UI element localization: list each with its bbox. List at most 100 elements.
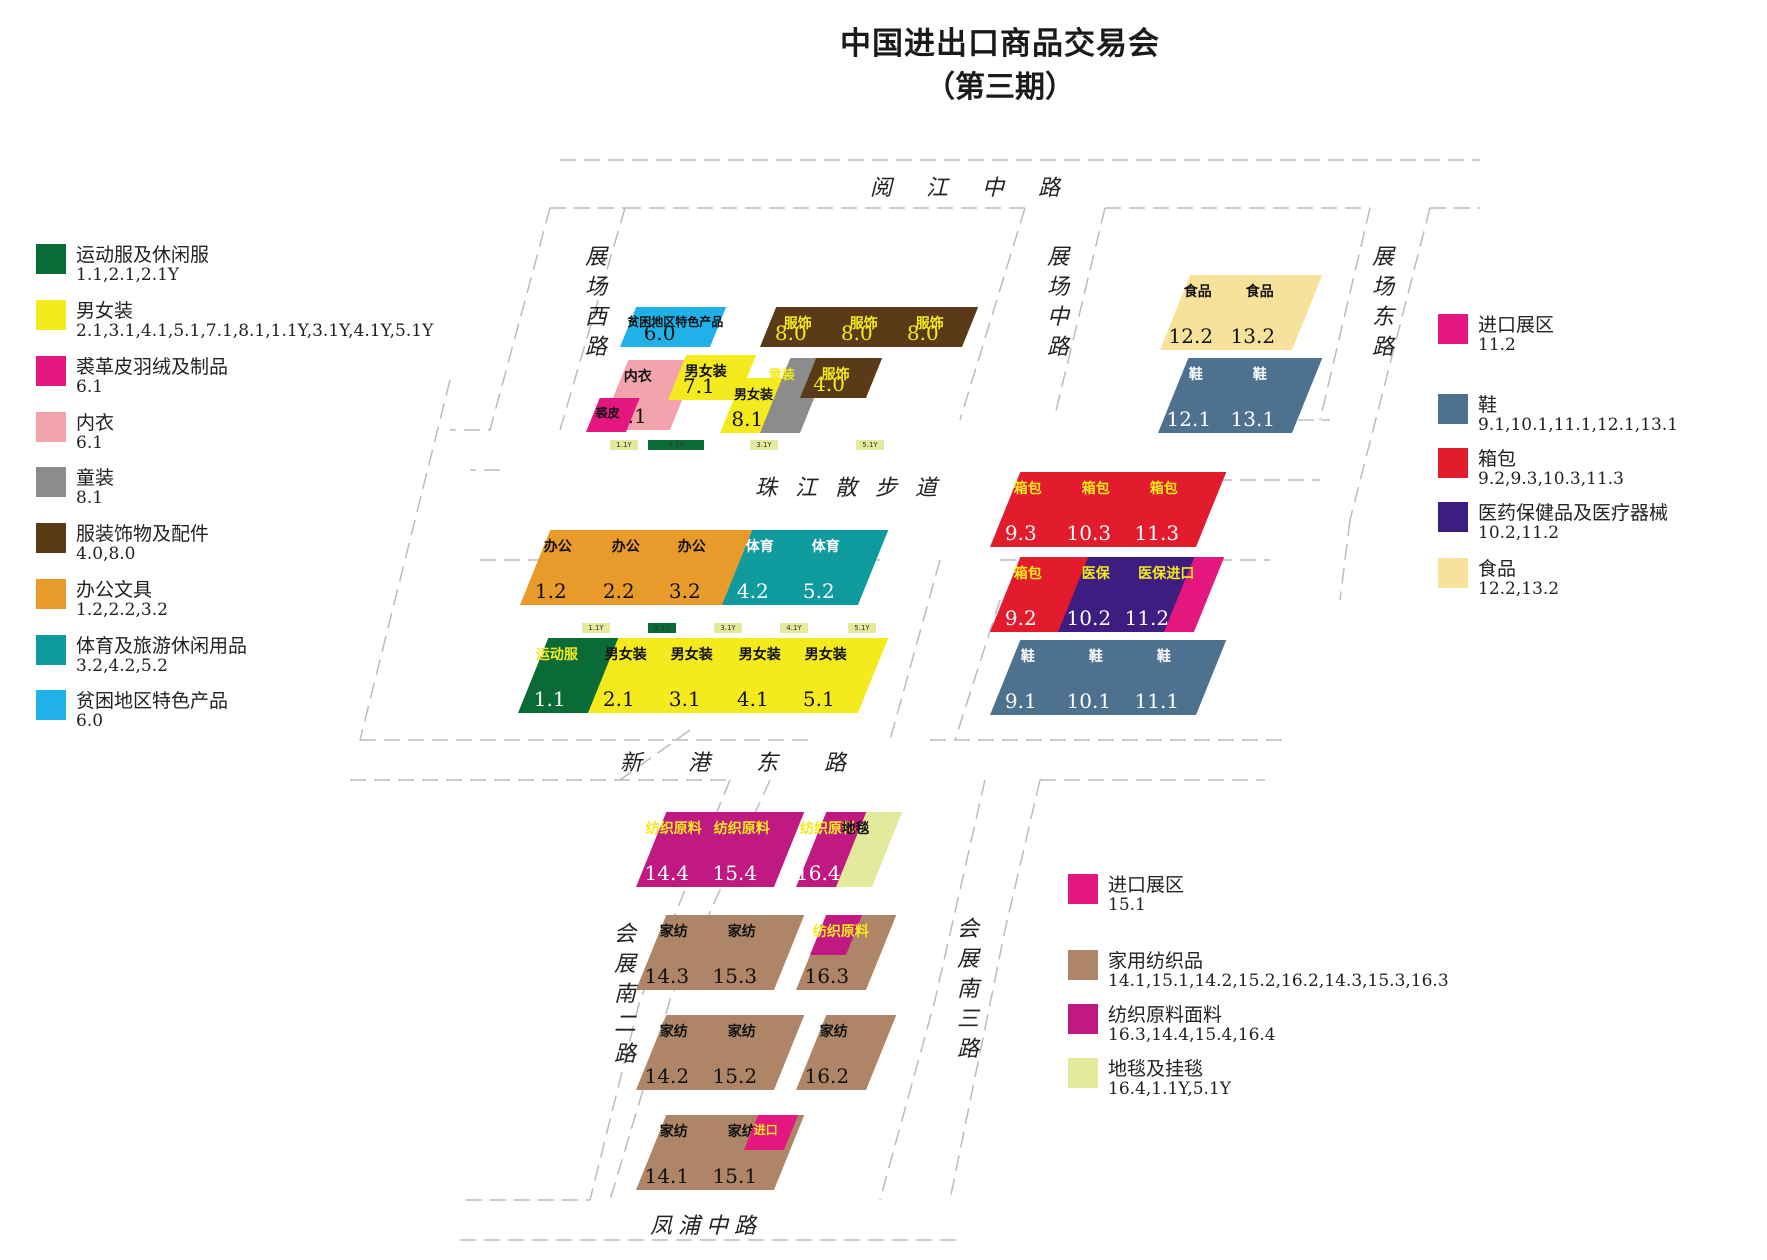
booth-4-1: 男女装 4.1 bbox=[722, 638, 823, 713]
booth-number: 8.0 bbox=[906, 321, 939, 345]
small-booth-tag: 1.1Y bbox=[582, 623, 610, 633]
booth-label: 箱包 bbox=[1149, 481, 1178, 497]
small-booth-tag: 3.1Y bbox=[750, 440, 778, 450]
booth-label: 医保 bbox=[1138, 566, 1167, 582]
legend-swatch bbox=[36, 467, 66, 497]
legend-codes: 15.1 bbox=[1108, 895, 1146, 915]
booth-label: 服饰 bbox=[849, 316, 878, 332]
legend-name: 体育及旅游休闲用品 bbox=[76, 635, 248, 657]
legend-name: 办公文具 bbox=[76, 579, 153, 601]
booth-number: 16.3 bbox=[804, 964, 850, 988]
legend-swatch bbox=[1438, 314, 1468, 344]
booth-label: 纺织原料 bbox=[645, 821, 702, 837]
booth-number: 16.4 bbox=[796, 861, 841, 885]
booth-number: 10.1 bbox=[1066, 689, 1112, 713]
booth-number: 15.1 bbox=[712, 1164, 758, 1188]
legend-codes: 11.2 bbox=[1478, 335, 1516, 355]
booth-number: 8.0 bbox=[840, 321, 873, 345]
legend-swatch bbox=[36, 690, 66, 720]
booth-label: 内衣 bbox=[623, 369, 652, 385]
booth-number: 8.1 bbox=[731, 407, 764, 431]
booth-number: 7.1 bbox=[682, 374, 715, 398]
booth-number: 11.3 bbox=[1134, 521, 1180, 545]
booth-label: 鞋 bbox=[1188, 367, 1203, 383]
booth-number: 5.2 bbox=[802, 579, 835, 603]
street-yuejiang: 阅江中路 bbox=[870, 176, 1095, 201]
legend-codes: 12.2,13.2 bbox=[1478, 579, 1560, 599]
legend-codes: 4.0,8.0 bbox=[76, 544, 136, 564]
booth-label: 箱包 bbox=[1013, 566, 1042, 582]
legend-name: 纺织原料面料 bbox=[1108, 1004, 1223, 1026]
booth-number: 15.4 bbox=[712, 861, 758, 885]
booth-label: 男女装 bbox=[738, 647, 781, 663]
booth-11-2-imp: 进口 bbox=[1164, 557, 1225, 632]
booth-number: 9.3 bbox=[1004, 521, 1037, 545]
small-booth-tag: 5.1Y bbox=[856, 440, 884, 450]
booth-label: 箱包 bbox=[1081, 481, 1110, 497]
booth-label: 地毯 bbox=[841, 821, 870, 837]
booth-2-2: 办公 2.2 bbox=[588, 530, 689, 605]
booth-number: 4.1 bbox=[736, 687, 769, 711]
legend-name: 进口展区 bbox=[1108, 874, 1185, 896]
legend-swatch bbox=[1068, 1004, 1098, 1034]
small-booth-tag: 5.1Y bbox=[648, 440, 704, 450]
booth-number: 2.2 bbox=[602, 579, 635, 603]
legend-name: 裘革皮羽绒及制品 bbox=[76, 356, 229, 378]
legend-swatch bbox=[36, 579, 66, 609]
booth-number: 2.1 bbox=[602, 687, 635, 711]
booth-label: 服饰 bbox=[821, 367, 850, 383]
street-west: 展场西路 bbox=[584, 245, 607, 360]
page-title: 中国进出口商品交易会 bbox=[840, 26, 1160, 62]
booth-number: 9.1 bbox=[1004, 689, 1037, 713]
booth-15-1-imp: 进口 bbox=[744, 1115, 799, 1150]
booth-label: 办公 bbox=[611, 539, 640, 555]
booth-label: 家纺 bbox=[659, 924, 688, 940]
booth-label: 服饰 bbox=[783, 316, 812, 332]
legend-name: 地毯及挂毯 bbox=[1108, 1058, 1204, 1080]
small-booth-tag: 4.1Y bbox=[780, 623, 808, 633]
booth-number: 16.2 bbox=[804, 1064, 850, 1088]
legend-name: 进口展区 bbox=[1478, 314, 1555, 336]
legend-codes: 16.4,1.1Y,5.1Y bbox=[1108, 1079, 1231, 1099]
booth-label: 男女装 bbox=[604, 647, 647, 663]
booth-label: 运动服 bbox=[535, 647, 578, 663]
street-east: 展场东路 bbox=[1371, 245, 1394, 360]
booth-label: 医保 bbox=[1081, 566, 1110, 582]
legend-swatch bbox=[36, 244, 66, 274]
booth-label: 男女装 bbox=[804, 647, 847, 663]
legend-codes: 14.1,15.1,14.2,15.2,16.2,14.3,15.3,16.3 bbox=[1108, 971, 1449, 991]
booth-label: 进口 bbox=[753, 1123, 778, 1137]
booth-label: 服饰 bbox=[915, 316, 944, 332]
booth-label: 鞋 bbox=[1020, 649, 1035, 665]
page-subtitle: （第三期） bbox=[925, 70, 1075, 105]
booth-label: 鞋 bbox=[1156, 649, 1171, 665]
legend-name: 医药保健品及医疗器械 bbox=[1478, 502, 1669, 524]
booth-16-3-raw: 纺织原料 bbox=[810, 915, 869, 955]
legend-swatch bbox=[1068, 1058, 1098, 1088]
legend-name: 运动服及休闲服 bbox=[76, 244, 210, 266]
legend-name: 食品 bbox=[1478, 558, 1517, 580]
booth-number: 14.3 bbox=[644, 964, 690, 988]
legend-codes: 16.3,14.4,15.4,16.4 bbox=[1108, 1025, 1276, 1045]
street-xingang: 新港东路 bbox=[620, 751, 893, 776]
booth-number: 15.3 bbox=[712, 964, 758, 988]
